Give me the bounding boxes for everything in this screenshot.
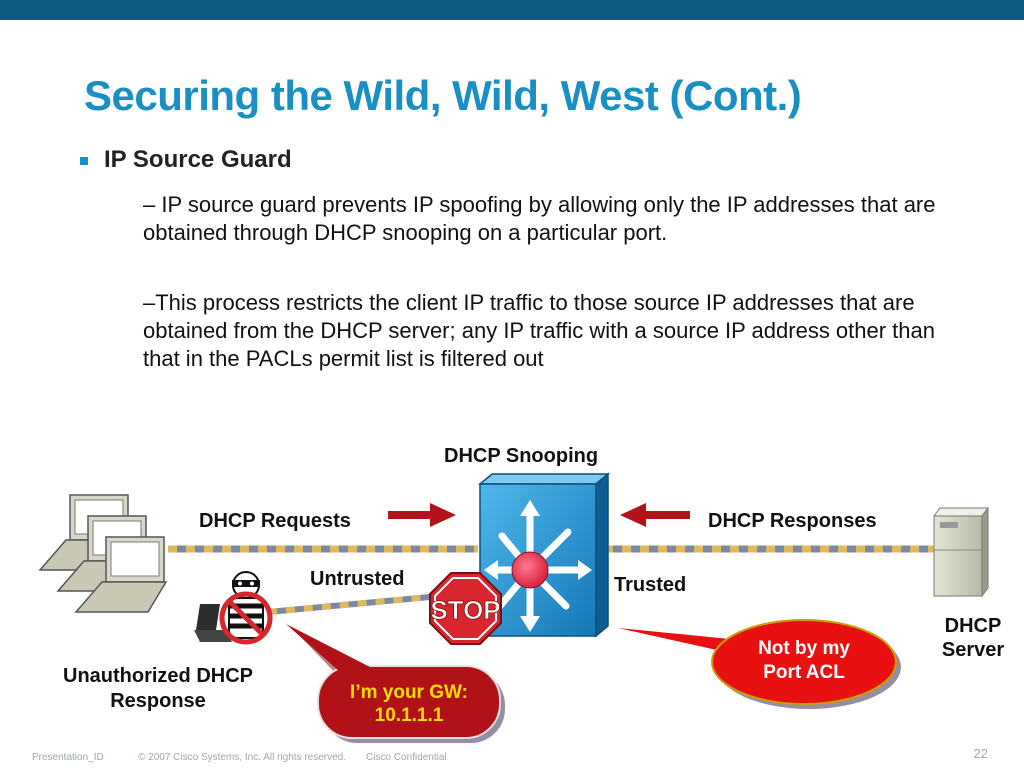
callout-gw-line2: 10.1.1.1	[375, 705, 444, 726]
callout-acl: Not by my Port ACL	[618, 619, 901, 709]
callout-acl-line2: Port ACL	[763, 662, 845, 683]
header-bar	[0, 0, 1024, 20]
paragraph-ip-source-guard: – IP source guard prevents IP spoofing b…	[143, 192, 936, 245]
untrusted-label: Untrusted	[310, 568, 405, 590]
trusted-label: Trusted	[614, 574, 687, 596]
footer-confidential: Cisco Confidential	[366, 752, 447, 763]
dhcp-server-label-line2: Server	[941, 639, 1005, 661]
slide-title: Securing the Wild, Wild, West (Cont.)	[84, 72, 802, 119]
footer-copyright: © 2007 Cisco Systems, Inc. All rights re…	[138, 752, 347, 763]
dhcp-server-label-line1: DHCP	[944, 615, 1002, 637]
arrow-icon	[620, 503, 690, 527]
stop-sign-text: STOP	[430, 595, 500, 625]
unauthorized-label-line2: Response	[110, 690, 206, 712]
unauthorized-label-line1: Unauthorized DHCP	[63, 665, 253, 687]
bullet-icon	[80, 157, 88, 165]
dhcp-server-label: DHCP Server	[928, 614, 1018, 662]
page-number: 22	[973, 746, 988, 761]
bullet-text: IP Source Guard	[104, 146, 292, 173]
bullet-item: IP Source Guard	[80, 146, 292, 174]
paragraph-restriction: –This process restricts the client IP tr…	[143, 290, 935, 371]
stop-sign-icon: STOP	[429, 572, 502, 645]
callout-gw-line1: I’m your GW:	[350, 682, 468, 703]
callout-gw: I’m your GW: 10.1.1.1	[286, 624, 505, 743]
burglar-icon	[219, 571, 273, 645]
laptop-icon	[74, 536, 168, 613]
rogue-laptop-icon	[194, 604, 232, 642]
dhcp-snooping-label: DHCP Snooping	[444, 445, 599, 467]
callout-acl-line1: Not by my	[758, 638, 850, 659]
server-icon	[933, 506, 989, 598]
unauthorized-dhcp-response-label: Unauthorized DHCP Response	[48, 664, 268, 714]
dhcp-responses-label: DHCP Responses	[708, 510, 877, 532]
arrow-icon	[388, 503, 456, 527]
link-rogue-switch	[267, 594, 431, 615]
dhcp-requests-label: DHCP Requests	[199, 510, 351, 532]
footer-presentation-id: Presentation_ID	[32, 752, 104, 763]
switch-icon	[477, 472, 611, 638]
